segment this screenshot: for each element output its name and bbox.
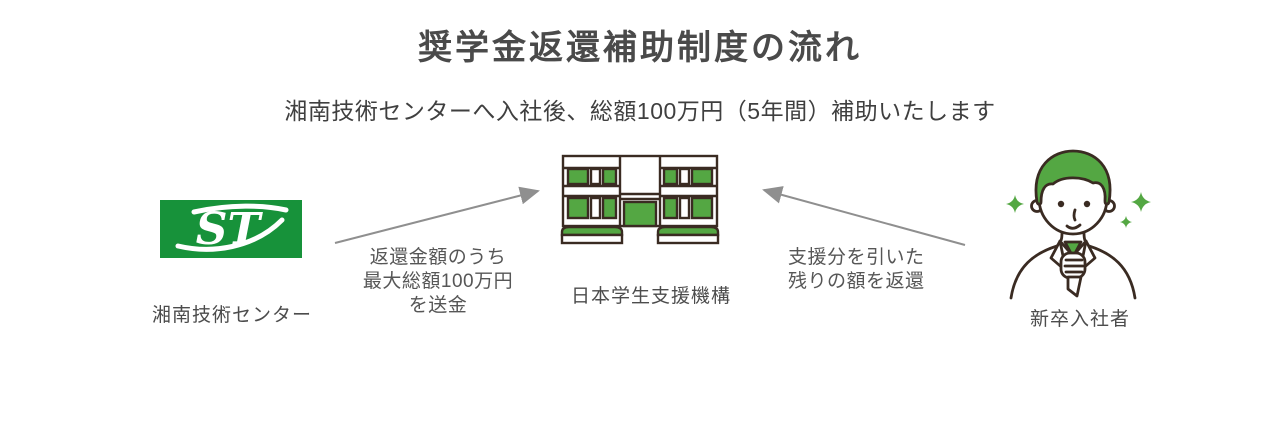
stc-logo-icon: ST — [160, 200, 302, 258]
send-flow-label-line: 返還金額のうち — [369, 247, 507, 268]
graduate-label: 新卒入社者 — [1030, 309, 1131, 330]
page-title: 奨学金返還補助制度の流れ — [418, 29, 862, 67]
page-subtitle: 湘南技術センターへ入社後、総額100万円（5年間）補助いたします — [284, 98, 996, 124]
repay-flow-label-line: 残りの額を返還 — [788, 271, 925, 292]
arrow-repay-icon — [762, 186, 966, 246]
graduate-person-illustration — [1003, 140, 1153, 305]
jasso-building-illustration — [560, 152, 720, 251]
company-logo: ST — [160, 200, 302, 258]
send-flow-label-line: 最大総額100万円 — [362, 271, 514, 292]
sparkle-icon — [1120, 216, 1132, 228]
repay-flow-label-line: 支援分を引いた — [788, 247, 925, 268]
new-employee-icon — [1006, 149, 1151, 300]
company-label: 湘南技術センター — [152, 305, 313, 326]
send-flow-label: 返還金額のうち 最大総額100万円 を送金 — [363, 246, 513, 318]
repay-flow-label: 支援分を引いた 残りの額を返還 — [788, 246, 925, 294]
sparkle-icon — [1006, 195, 1024, 213]
arrow-send-icon — [334, 186, 540, 244]
school-building-icon — [560, 154, 720, 245]
jasso-label: 日本学生支援機構 — [570, 286, 732, 307]
send-flow-label-line: を送金 — [408, 295, 468, 316]
company-logo-text: ST — [196, 204, 264, 255]
sparkle-icon — [1131, 192, 1151, 212]
